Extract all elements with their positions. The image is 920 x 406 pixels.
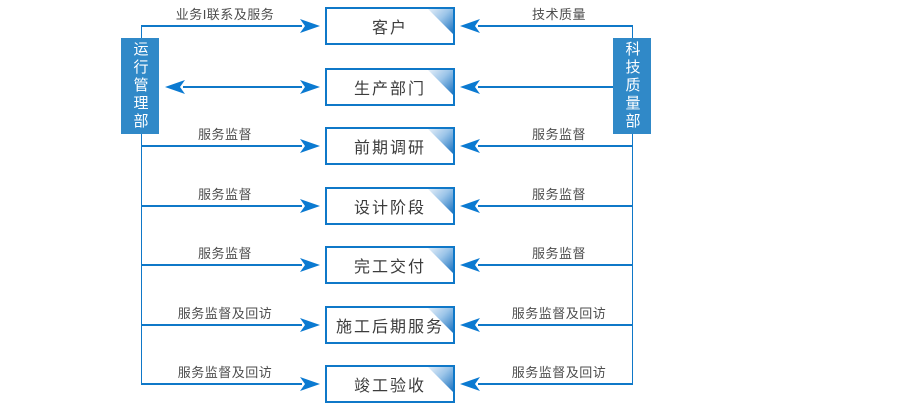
left-connector-line — [141, 264, 302, 266]
arrow-left-icon — [165, 80, 185, 94]
arrow-left-icon — [460, 199, 480, 213]
process-box: 前期调研 — [325, 127, 455, 165]
left-arrow-label: 业务I联系及服务 — [175, 7, 275, 22]
department-bar-tech-quality: 科技质量部 — [613, 38, 651, 134]
left-arrow-label: 服务监督 — [197, 127, 252, 142]
right-arrow-label: 技术质量 — [531, 7, 586, 22]
process-box-label: 施工后期服务 — [335, 319, 444, 336]
arrow-right-icon — [300, 199, 320, 213]
right-connector-line — [478, 25, 632, 27]
process-box-label: 设计阶段 — [353, 200, 426, 217]
process-box: 设计阶段 — [325, 187, 455, 225]
arrow-left-icon — [460, 80, 480, 94]
arrow-right-icon — [300, 258, 320, 272]
right-connector-line — [478, 205, 632, 207]
arrow-left-icon — [460, 139, 480, 153]
department-bar-label: 科技质量部 — [623, 41, 641, 131]
process-box: 施工后期服务 — [325, 306, 455, 344]
right-arrow-label: 服务监督及回访 — [511, 365, 607, 380]
arrow-left-icon — [460, 318, 480, 332]
process-box: 客户 — [325, 7, 455, 45]
process-box-label: 生产部门 — [353, 81, 426, 98]
arrow-right-icon — [300, 377, 320, 391]
right-arrow-label: 服务监督 — [531, 127, 586, 142]
process-box-label: 完工交付 — [353, 259, 426, 276]
folded-corner-icon — [428, 70, 453, 95]
process-box: 生产部门 — [325, 68, 455, 106]
left-connector-line — [141, 145, 302, 147]
left-arrow-label: 服务监督及回访 — [177, 365, 273, 380]
left-connector-line — [141, 205, 302, 207]
arrow-left-icon — [460, 258, 480, 272]
left-connector-line — [183, 86, 302, 88]
arrow-right-icon — [300, 80, 320, 94]
right-connector-line — [478, 264, 632, 266]
left-arrow-label: 服务监督 — [197, 187, 252, 202]
folded-corner-icon — [428, 308, 453, 333]
arrow-right-icon — [300, 318, 320, 332]
folded-corner-icon — [428, 248, 453, 273]
left-connector-line — [141, 25, 302, 27]
right-arrow-label: 服务监督 — [531, 246, 586, 261]
right-connector-line — [478, 86, 613, 88]
right-vertical-connector-line — [631, 25, 633, 385]
right-arrow-label: 服务监督 — [531, 187, 586, 202]
arrow-left-icon — [460, 19, 480, 33]
left-arrow-label: 服务监督 — [197, 246, 252, 261]
process-box-label: 竣工验收 — [353, 378, 426, 395]
right-connector-line — [478, 145, 632, 147]
right-arrow-label: 服务监督及回访 — [511, 306, 607, 321]
left-vertical-connector-line — [140, 25, 142, 385]
folded-corner-icon — [428, 129, 453, 154]
right-connector-line — [478, 324, 632, 326]
department-bar-label: 运行管理部 — [131, 41, 149, 131]
folded-corner-icon — [428, 9, 453, 34]
left-connector-line — [141, 383, 302, 385]
folded-corner-icon — [428, 367, 453, 392]
arrow-right-icon — [300, 19, 320, 33]
left-connector-line — [141, 324, 302, 326]
left-arrow-label: 服务监督及回访 — [177, 306, 273, 321]
process-box: 完工交付 — [325, 246, 455, 284]
arrow-right-icon — [300, 139, 320, 153]
arrow-left-icon — [460, 377, 480, 391]
right-connector-line — [478, 383, 632, 385]
process-box-label: 前期调研 — [353, 140, 426, 157]
department-bar-operations: 运行管理部 — [121, 38, 159, 134]
process-box-label: 客户 — [371, 20, 408, 37]
process-box: 竣工验收 — [325, 365, 455, 403]
folded-corner-icon — [428, 189, 453, 214]
